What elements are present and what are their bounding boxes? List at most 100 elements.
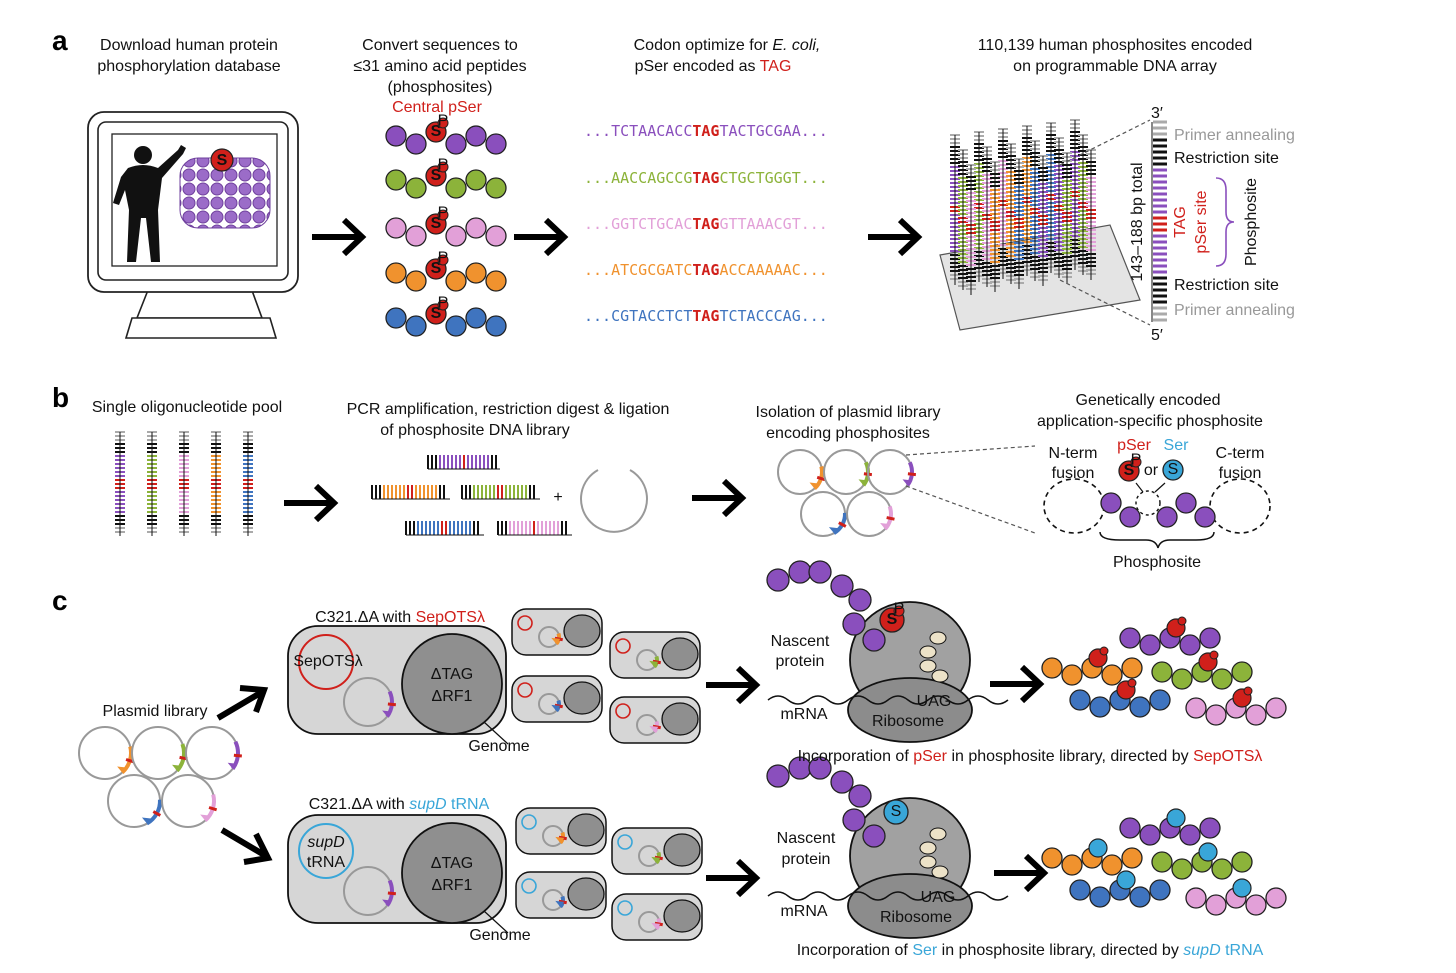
nascent-bead — [848, 784, 872, 808]
sepots-label: SepOTSλ — [293, 653, 362, 670]
product-phosphate — [1209, 650, 1219, 660]
otsystem-plasmid — [298, 634, 354, 690]
plasmid-tag-site — [152, 810, 162, 817]
plasmid-arrowhead — [649, 725, 659, 732]
product-phosphate — [1177, 616, 1187, 626]
nascent-bead — [830, 574, 854, 598]
sequence-tag: TAG — [692, 261, 719, 279]
product-bead — [1171, 858, 1193, 880]
site-placeholder — [1135, 490, 1161, 516]
pser-label-b: pSer — [1117, 437, 1151, 454]
small-cell-otsystem — [617, 834, 633, 850]
inc-top-d: SepOTSλ — [1193, 748, 1262, 765]
product-ser-bead — [1166, 808, 1186, 828]
sequence-post: TCTACCCAG... — [719, 307, 827, 325]
ser-bead-s: S — [1168, 461, 1179, 478]
ribosome-bottom: S — [766, 756, 1009, 939]
product-bead — [1089, 696, 1111, 718]
pser-bead-s: S — [431, 215, 442, 232]
supd-label: supD — [307, 834, 345, 851]
open-vector — [580, 469, 648, 533]
genome-label-top: Genome — [468, 738, 529, 755]
phosphate-icon — [437, 161, 449, 173]
amino-acid-bead — [485, 177, 507, 199]
step1-line1: Download human protein — [100, 37, 278, 54]
oligo-structure — [1151, 120, 1167, 322]
oligo-pool — [115, 431, 253, 536]
plasmid-ring — [823, 449, 869, 495]
amino-acid-bead — [485, 270, 507, 292]
trna-shape — [929, 827, 947, 841]
monitor-illustration: S — [87, 111, 299, 339]
plasmid-tag-site — [838, 521, 847, 528]
product-bead — [1101, 854, 1123, 876]
phosphate-icon — [437, 117, 449, 129]
amino-acid-bead — [465, 169, 487, 191]
small-cell-genome — [567, 813, 605, 847]
amino-acid-bead — [405, 133, 427, 155]
sequence-pre: ...AACCAGCCG — [584, 169, 692, 187]
plasmid-tag-site — [387, 891, 397, 896]
plasmid-arrowhead — [551, 637, 561, 644]
pcr-line2: of phosphosite DNA library — [380, 422, 569, 439]
ribosome-bottom-label: Ribosome — [880, 909, 952, 926]
phosphate-icon — [893, 605, 905, 617]
pser-icon-s: S — [217, 152, 228, 169]
sequence-pre: ...ATCGCGATC — [584, 261, 692, 279]
amino-acid-bead — [405, 315, 427, 337]
product-ser-bead — [1198, 842, 1218, 862]
amino-acid-bead — [445, 133, 467, 155]
ser-bead-s: S — [891, 803, 902, 820]
product-ser-bead — [1088, 838, 1108, 858]
amino-acid-bead — [385, 125, 407, 147]
product-ser-bead — [1116, 870, 1136, 890]
product-bead — [1139, 824, 1161, 846]
amino-acid-bead — [485, 315, 507, 337]
amino-acid-bead — [385, 307, 407, 329]
step3-line2: pSer encoded as TAG — [635, 58, 792, 75]
nascent-bead — [862, 628, 886, 652]
cterm-line1: C-term — [1216, 445, 1265, 462]
sequence-pre: ...TCTAACACC — [584, 122, 692, 140]
oligo-pser-site: pSer site — [1193, 190, 1210, 253]
product-bead — [1211, 668, 1233, 690]
product-bead — [1245, 704, 1267, 726]
small-cell-genome — [663, 833, 701, 867]
product-bead — [1121, 657, 1143, 679]
nascent-bot-1: Nascent — [777, 830, 836, 847]
plasmid-arrowhead — [382, 899, 392, 906]
sequence-row: ...AACCAGCCGTAGCTGCTGGGT... — [584, 169, 828, 187]
product-bead — [1121, 847, 1143, 869]
pool-label: Single oligonucleotide pool — [92, 399, 282, 416]
product-bead — [1245, 894, 1267, 916]
plasmid-arrowhead — [555, 836, 565, 843]
phosphate-icon — [437, 299, 449, 311]
sequence-post: CTGCTGGGT... — [719, 169, 827, 187]
product-bead — [1205, 894, 1227, 916]
dna-array-illustration — [939, 119, 1141, 331]
step3-tag: TAG — [760, 58, 792, 75]
or-label: or — [1144, 462, 1159, 479]
small-cell-otsystem — [617, 900, 633, 916]
mrna-strand — [767, 891, 1009, 901]
trna-shape — [919, 659, 937, 673]
plasmid-tag-site — [387, 702, 397, 707]
arrow-c-mid-top — [706, 665, 761, 705]
plasmid-arrowhead — [141, 817, 151, 824]
arrow-b2 — [692, 478, 747, 518]
phosphate-icon — [437, 209, 449, 221]
phosphosite-brace-b — [1099, 531, 1215, 549]
cterm-fusion-shape — [1209, 478, 1271, 534]
plasmid-ring — [867, 449, 913, 495]
amino-acid-bead — [405, 177, 427, 199]
amino-acid-bead — [385, 217, 407, 239]
nascent-bead — [788, 560, 812, 584]
plasmid-arrowhead — [651, 856, 661, 863]
small-cell-otsystem — [615, 703, 631, 719]
amino-acid-bead — [485, 225, 507, 247]
product-bead — [1061, 854, 1083, 876]
genome-label-bottom: Genome — [469, 927, 530, 944]
plasmid-tag-site — [816, 475, 826, 482]
genome-circle — [401, 822, 503, 924]
small-cell-otsystem — [517, 682, 533, 698]
